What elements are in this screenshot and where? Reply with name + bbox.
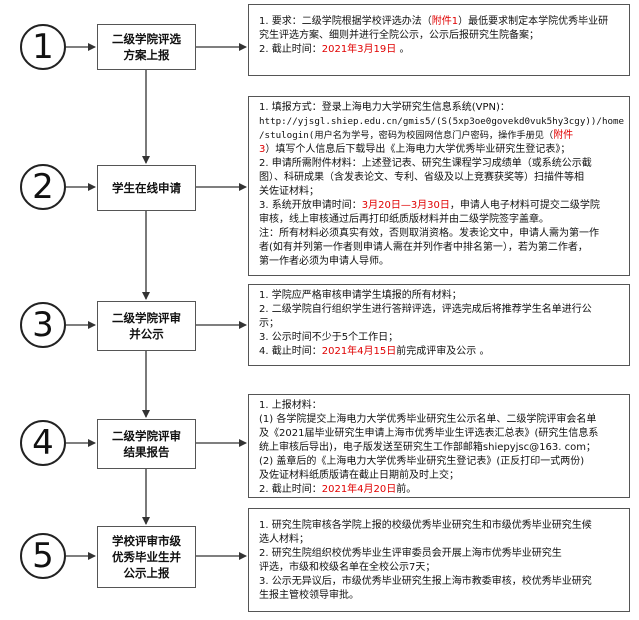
desc-line: 选人材料； <box>259 534 309 545</box>
highlight-text: 2021年4月15日 <box>321 346 397 357</box>
desc-line: 图）、科研成果（含发表论文、专利、省级及以上竞赛获奖等）扫描件等相 <box>259 172 584 183</box>
desc-line: 4. 截止时间：2021年4月15日前完成评审及公示 。 <box>259 346 490 357</box>
desc-line: (1) 各学院提交上海电力大学优秀毕业研究生公示名单、二级学院评审会名单 <box>259 414 597 425</box>
desc-line: (2) 盖章后的《上海电力大学优秀毕业研究生登记表》(正反打印一式两份) <box>259 456 585 467</box>
step-title-line: 学生在线申请 <box>112 181 181 195</box>
desc-line: 1. 研究生院审核各学院上报的校级优秀毕业研究生和市级优秀毕业研究生候 <box>259 520 592 531</box>
step-number-text: 5 <box>32 536 54 576</box>
desc-line: 3. 公示时间不少于5个工作日； <box>259 332 399 343</box>
step-box-3: 二级学院评审并公示 <box>97 301 196 351</box>
system-url: http://yjsgl.shiep.edu.cn/gmis5/(S(5xp3o… <box>259 116 625 127</box>
step-number-1: 1 <box>20 24 66 70</box>
desc-line: /stulogin(用户名为学号，密码为校园网信息门户密码，操作手册见（附件 <box>259 130 574 141</box>
description-box-1: 1. 要求：二级学院根据学校评选办法（附件1）最低要求制定本学院优秀毕业研 究生… <box>248 4 630 76</box>
step-number-4: 4 <box>20 420 66 466</box>
step-title-line: 学校评审市级 <box>112 534 181 548</box>
desc-line: 注：所有材料必须真实有效，否则取消资格。发表论文中，申请人需为第一作 <box>259 228 599 239</box>
desc-line: 3. 系统开放申请时间：3月20日—3月30日，申请人电子材料可提交二级学院 <box>259 200 600 211</box>
highlight-text: 附件1 <box>431 16 459 27</box>
desc-line: 2. 申请所需附件材料：上述登记表、研究生课程学习成绩单（或系统公示截 <box>259 158 592 169</box>
desc-line: 究生评选方案、细则并进行全院公示，公示后报研究生院备案； <box>259 30 539 41</box>
step-number-text: 4 <box>32 423 54 463</box>
desc-line: http://yjsgl.shiep.edu.cn/gmis5/(S(5xp3o… <box>259 115 625 129</box>
desc-line: 及佐证材料纸质版请在截止日期前及时上交； <box>259 470 459 481</box>
desc-line: 3）填写个人信息后下载导出《上海电力大学优秀毕业研究生登记表》； <box>259 144 571 155</box>
description-box-3: 1. 学院应严格审核申请学生填报的所有材料； 2. 二级学院自行组织学生进行答辩… <box>248 284 630 366</box>
desc-line: 生报主管校领导审批。 <box>259 590 359 601</box>
step-title-line: 并公示 <box>129 327 164 341</box>
desc-line: 评选，市级和校级名单在全校公示7天； <box>259 562 436 573</box>
desc-line: 2. 二级学院自行组织学生进行答辩评选，评选完成后将推荐学生名单进行公 <box>259 304 592 315</box>
desc-line: 及《2021届毕业研究生申请上海市优秀毕业生评选表汇总表》(研究生信息系 <box>259 428 599 439</box>
desc-line: 3. 公示无异议后，市级优秀毕业研究生报上海市教委审核，校优秀毕业研究 <box>259 576 592 587</box>
step-title-line: 二级学院评审 <box>112 311 181 325</box>
highlight-text: 2021年3月19日 <box>321 44 397 55</box>
step-title-line: 公示上报 <box>123 566 170 580</box>
step-number-5: 5 <box>20 533 66 579</box>
description-box-4: 1. 上报材料： (1) 各学院提交上海电力大学优秀毕业研究生公示名单、二级学院… <box>248 394 630 498</box>
step-box-1: 二级学院评选方案上报 <box>97 24 196 70</box>
desc-line: 审核，线上审核通过后再打印纸质版材料并由二级学院签字盖章。 <box>259 214 549 225</box>
step-title-line: 结果报告 <box>123 445 170 459</box>
step-box-2: 学生在线申请 <box>97 165 196 211</box>
step-box-5: 学校评审市级优秀毕业生并公示上报 <box>97 526 196 588</box>
desc-line: 1. 填报方式：登录上海电力大学研究生信息系统(VPN)： <box>259 102 510 113</box>
desc-line: 示； <box>259 318 279 329</box>
step-number-text: 3 <box>32 305 54 345</box>
highlight-text: 附件 <box>553 130 574 141</box>
desc-line: 2. 研究生院组织校优秀毕业生评审委员会开展上海市优秀毕业研究生 <box>259 548 562 559</box>
description-box-5: 1. 研究生院审核各学院上报的校级优秀毕业研究生和市级优秀毕业研究生候 选人材料… <box>248 508 630 612</box>
desc-line: 1. 上报材料： <box>259 400 322 411</box>
step-box-4: 二级学院评审结果报告 <box>97 419 196 469</box>
highlight-text: 3月20日—3月30日 <box>361 200 450 211</box>
step-title-line: 二级学院评审 <box>112 429 181 443</box>
step-title-line: 二级学院评选 <box>112 32 181 46</box>
step-number-text: 2 <box>32 167 54 207</box>
step-number-2: 2 <box>20 164 66 210</box>
desc-line: 第一作者必须为申请人导师。 <box>259 256 389 267</box>
desc-line: 关佐证材料； <box>259 186 319 197</box>
step-title-line: 优秀毕业生并 <box>112 550 181 564</box>
desc-line: 统上审核后导出)，电子版发送至研究生工作部邮箱shiepyjsc@163. co… <box>259 442 596 453</box>
desc-line: 2. 截止时间：2021年4月20日前。 <box>259 484 417 495</box>
highlight-text: 2021年4月20日 <box>321 484 397 495</box>
desc-line: 1. 学院应严格审核申请学生填报的所有材料； <box>259 290 462 301</box>
desc-line: 者(如有并列第一作者则申请人需在并列作者中排名第一），若为第二作者， <box>259 242 588 253</box>
desc-line: 1. 要求：二级学院根据学校评选办法（附件1）最低要求制定本学院优秀毕业研 <box>259 16 609 27</box>
step-number-text: 1 <box>32 27 54 67</box>
highlight-text: 3 <box>259 144 266 155</box>
description-box-2: 1. 填报方式：登录上海电力大学研究生信息系统(VPN)： http://yjs… <box>248 96 630 276</box>
step-title-line: 方案上报 <box>123 48 170 62</box>
step-number-3: 3 <box>20 302 66 348</box>
desc-line: 2. 截止时间：2021年3月19日 。 <box>259 44 410 55</box>
